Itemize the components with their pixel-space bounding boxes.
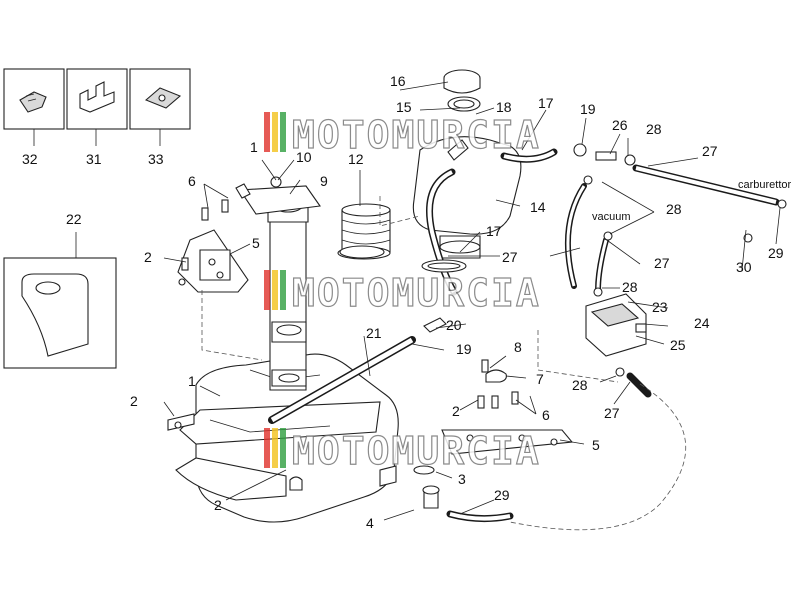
vent-hose-27-inner — [566, 185, 586, 287]
left-mounting-bracket[interactable] — [177, 199, 249, 293]
callout-5-right: 5 — [592, 437, 600, 453]
fuel-tap[interactable] — [422, 485, 440, 509]
vent-fitting[interactable] — [573, 143, 787, 377]
callout-3: 3 — [458, 471, 466, 487]
callout-17-mid: 17 — [486, 223, 502, 239]
callout-14: 14 — [530, 199, 546, 215]
dashed-routing — [509, 383, 686, 531]
vacuum-label: vacuum — [592, 211, 631, 223]
callout-17-top: 17 — [538, 95, 554, 111]
bolt-set-right[interactable] — [477, 359, 519, 409]
callout-23: 23 — [652, 299, 668, 315]
callout-27-top: 27 — [702, 143, 718, 159]
watermark-middle: MOTOMURCIA — [264, 270, 541, 316]
clip-part-box-32[interactable] — [3, 68, 65, 130]
callout-20: 20 — [446, 317, 462, 333]
clip-part-box-33[interactable] — [129, 68, 191, 130]
callout-2-right: 2 — [452, 403, 460, 419]
callout-31: 31 — [86, 151, 102, 167]
callout-19-top: 19 — [580, 101, 596, 117]
hose-clamp-17[interactable] — [421, 259, 467, 273]
callout-2-left-top: 2 — [144, 249, 152, 265]
callout-2-bottom: 2 — [214, 497, 222, 513]
callout-25: 25 — [670, 337, 686, 353]
callout-32: 32 — [22, 151, 38, 167]
fuel-tank[interactable] — [167, 353, 399, 523]
callout-27-mid: 27 — [654, 255, 670, 271]
clip-part-box-31[interactable] — [66, 68, 128, 130]
callout-28-vacuum: 28 — [666, 201, 682, 217]
callout-28-mid: 28 — [622, 279, 638, 295]
overflow-hose-inner — [427, 170, 456, 294]
callout-2-left-bottom: 2 — [130, 393, 138, 409]
callout-7: 7 — [536, 371, 544, 387]
callout-8: 8 — [514, 339, 522, 355]
callout-6-right: 6 — [542, 407, 550, 423]
watermark-text-top: MOTOMURCIA — [292, 113, 541, 157]
callout-30: 30 — [736, 259, 752, 275]
rubber-grommet[interactable] — [413, 465, 435, 475]
callout-28-lower: 28 — [572, 377, 588, 393]
leader-lines — [163, 81, 781, 521]
watermark-text-middle: MOTOMURCIA — [292, 271, 541, 315]
callout-10: 10 — [296, 149, 312, 165]
callout-27-left: 27 — [502, 249, 518, 265]
dashed-routing-4 — [201, 290, 263, 361]
callout-19-mid: 19 — [456, 341, 472, 357]
callout-6-left: 6 — [188, 173, 196, 189]
callout-27-lower: 27 — [604, 405, 620, 421]
callout-29-right: 29 — [768, 245, 784, 261]
dashed-routing-2 — [537, 330, 619, 383]
callout-26: 26 — [612, 117, 628, 133]
watermark-bottom: MOTOMURCIA — [264, 428, 541, 474]
callout-5-left: 5 — [252, 235, 260, 251]
callout-9: 9 — [320, 173, 328, 189]
callout-33: 33 — [148, 151, 164, 167]
callout-4: 4 — [366, 515, 374, 531]
filler-ring[interactable] — [447, 96, 481, 112]
fuel-hose-21-inner — [270, 337, 414, 423]
callout-24: 24 — [694, 315, 710, 331]
watermark-text-bottom: MOTOMURCIA — [292, 429, 541, 473]
return-hose-27[interactable] — [626, 372, 652, 398]
callout-1-tank: 1 — [188, 373, 196, 389]
heat-shield-box-22[interactable] — [3, 257, 117, 369]
hose-17-upper-inner — [503, 150, 556, 162]
watermark-top: MOTOMURCIA — [264, 112, 541, 158]
vacuum-hose-inner — [596, 239, 608, 291]
dashed-routing-3 — [379, 196, 421, 227]
right-mounting-bracket[interactable] — [441, 429, 574, 455]
hose-clamp-12[interactable] — [339, 245, 385, 259]
fuel-valve[interactable] — [585, 293, 647, 357]
drain-hose-29-inner — [449, 512, 511, 521]
callout-16: 16 — [390, 73, 406, 89]
callout-18: 18 — [496, 99, 512, 115]
filler-cap[interactable] — [443, 69, 481, 94]
hose-fitting[interactable] — [423, 317, 447, 333]
carburettor-hose-inner — [635, 166, 777, 204]
carburettor-label: carburettor — [738, 179, 792, 191]
callout-15: 15 — [396, 99, 412, 115]
fuel-gauge-sender[interactable] — [447, 139, 469, 161]
callout-1-top: 1 — [250, 139, 258, 155]
callout-21: 21 — [366, 325, 382, 341]
callout-22: 22 — [66, 211, 82, 227]
callout-29-lower: 29 — [494, 487, 510, 503]
callout-12: 12 — [348, 151, 364, 167]
tank-bracket[interactable] — [235, 176, 321, 215]
callout-28-top: 28 — [646, 121, 662, 137]
